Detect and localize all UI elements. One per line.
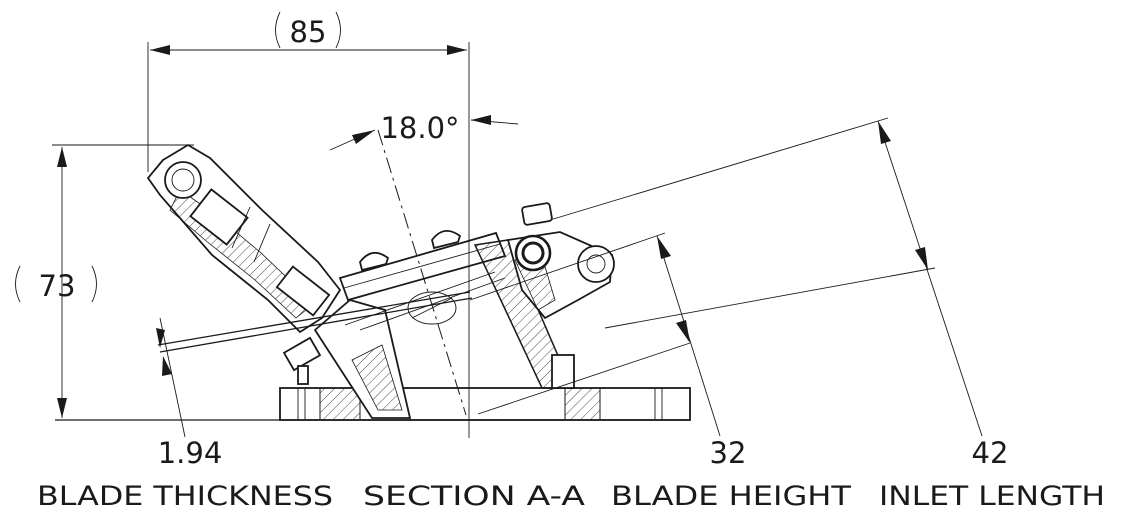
dim-inlet-length bbox=[549, 117, 983, 437]
tube-assembly bbox=[146, 143, 342, 334]
label-section: SECTION A-A bbox=[363, 481, 586, 512]
dim-thickness-text: 1.94 bbox=[158, 436, 223, 470]
center-line bbox=[377, 129, 467, 416]
dim-angle bbox=[329, 115, 519, 151]
dim-height-text: 73 bbox=[39, 269, 76, 303]
paren-right bbox=[335, 11, 341, 49]
dim-height bbox=[52, 144, 194, 418]
dim-thickness bbox=[156, 317, 186, 438]
paren-right-2 bbox=[91, 265, 97, 303]
paren-left-2 bbox=[15, 265, 21, 303]
blade bbox=[157, 271, 506, 353]
label-blade-thickness: BLADE THICKNESS bbox=[37, 481, 333, 512]
top-plate bbox=[338, 230, 507, 302]
dim-blade-height-text: 32 bbox=[710, 436, 747, 470]
paren-left bbox=[275, 11, 281, 49]
label-inlet-length: INLET LENGTH bbox=[879, 481, 1105, 512]
dim-width bbox=[147, 42, 470, 438]
label-blade-height: BLADE HEIGHT bbox=[611, 481, 852, 512]
dim-inlet-length-text: 42 bbox=[972, 436, 1009, 470]
chute bbox=[282, 299, 412, 419]
dim-blade-height bbox=[469, 232, 721, 437]
dim-angle-text: 18.0° bbox=[380, 111, 459, 145]
right-support bbox=[473, 202, 615, 389]
base-plate bbox=[279, 387, 691, 421]
dim-width-text: 85 bbox=[290, 15, 327, 49]
